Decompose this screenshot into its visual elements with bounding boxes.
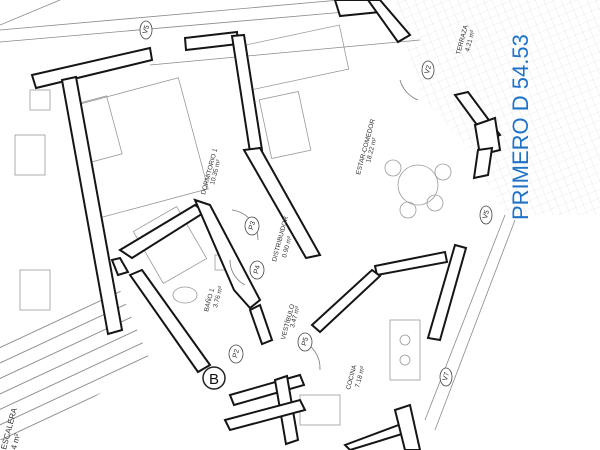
stair-steps [0, 290, 150, 440]
svg-text:V2: V2 [424, 64, 433, 74]
door-tag-p2: P2 [228, 344, 244, 364]
facade-lines [0, 0, 516, 431]
door-tag-p5: P5 [297, 332, 313, 352]
svg-text:V5: V5 [482, 209, 491, 219]
svg-text:B: B [209, 371, 219, 388]
unit-title: PRIMERO D 54.53 [508, 34, 533, 220]
svg-text:V7: V7 [442, 371, 451, 381]
svg-text:P2: P2 [232, 348, 241, 358]
svg-text:P4: P4 [253, 264, 262, 274]
door-tags: P2 P3 P4 P5 [228, 216, 313, 364]
walls [30, 0, 502, 450]
room-area-bano: 3.76 m² [212, 285, 225, 309]
block-marker: B [202, 366, 226, 390]
stair-area: 4 m² [9, 432, 22, 450]
door-tag-p3: P3 [244, 216, 260, 236]
window-tags: V5 V2 V5 V7 [139, 20, 493, 387]
window-tag-v7: V7 [439, 367, 453, 387]
svg-text:P5: P5 [301, 336, 310, 346]
door-tag-p4: P4 [249, 260, 265, 280]
svg-text:V5: V5 [142, 24, 151, 34]
window-tag-v5-right: V5 [479, 205, 493, 225]
window-tag-v2: V2 [421, 60, 435, 80]
terrace-floor [395, 0, 600, 215]
window-tag-v5-top: V5 [139, 20, 153, 40]
svg-text:P3: P3 [248, 220, 257, 230]
